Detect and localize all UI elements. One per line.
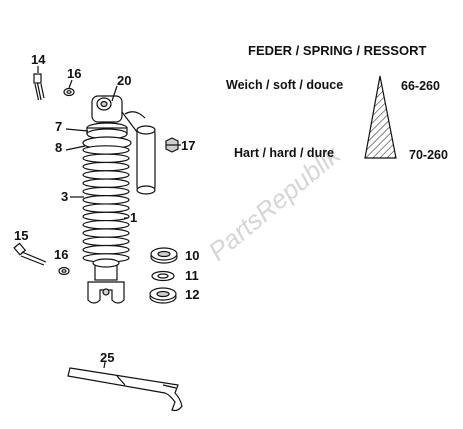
spring-coil bbox=[82, 153, 130, 164]
callout-16-top: 16 bbox=[67, 66, 81, 81]
spring-coil bbox=[82, 145, 130, 155]
callout-17: 17 bbox=[181, 138, 195, 153]
coil-spring-icon bbox=[82, 145, 130, 263]
spring-coil bbox=[82, 178, 130, 189]
seal-ring-10-icon bbox=[150, 247, 178, 264]
spring-rate-triangle-icon bbox=[364, 75, 397, 159]
callout-20: 20 bbox=[117, 73, 131, 88]
callout-12: 12 bbox=[185, 287, 199, 302]
spring-table-header: FEDER / SPRING / RESSORT bbox=[248, 43, 426, 58]
callout-15: 15 bbox=[14, 228, 28, 243]
callout-1: 1 bbox=[130, 210, 137, 225]
hook-spanner-tool-icon bbox=[67, 367, 183, 412]
callout-11: 11 bbox=[185, 268, 199, 283]
callout-8: 8 bbox=[55, 140, 62, 155]
lower-clevis-icon bbox=[87, 258, 125, 304]
top-mount-eye-icon bbox=[91, 95, 123, 123]
spring-coil bbox=[82, 219, 130, 230]
callout-3: 3 bbox=[61, 189, 68, 204]
callout-16-lower: 16 bbox=[54, 247, 68, 262]
nut-17-icon bbox=[165, 137, 179, 153]
washer-top-icon bbox=[63, 87, 75, 97]
callout-7: 7 bbox=[55, 119, 62, 134]
spring-coil bbox=[82, 244, 130, 255]
seal-ring-12-icon bbox=[149, 287, 177, 304]
hard-rate-value: 70-260 bbox=[409, 148, 448, 162]
spring-coil bbox=[82, 170, 130, 180]
seal-ring-11-icon bbox=[151, 270, 175, 282]
hard-rate-label: Hart / hard / dure bbox=[234, 146, 334, 160]
spring-coil bbox=[82, 228, 130, 238]
callout-25: 25 bbox=[100, 350, 114, 365]
callout-10: 10 bbox=[185, 248, 199, 263]
spring-coil bbox=[82, 203, 130, 213]
spring-coil bbox=[82, 161, 130, 172]
spring-coil bbox=[82, 211, 130, 222]
reservoir-canister-icon bbox=[121, 111, 156, 195]
soft-rate-value: 66-260 bbox=[401, 79, 440, 93]
bolt-lower-icon bbox=[13, 242, 47, 266]
callout-14: 14 bbox=[31, 52, 46, 67]
washer-lower-icon bbox=[58, 266, 70, 276]
spring-coil bbox=[82, 195, 130, 205]
spring-coil bbox=[82, 236, 130, 247]
leader-lines bbox=[65, 85, 181, 369]
soft-rate-label: Weich / soft / douce bbox=[226, 78, 343, 92]
spring-retainer-collar-icon bbox=[82, 122, 132, 150]
bolt-top-icon bbox=[33, 73, 45, 101]
spring-coil bbox=[82, 186, 130, 197]
